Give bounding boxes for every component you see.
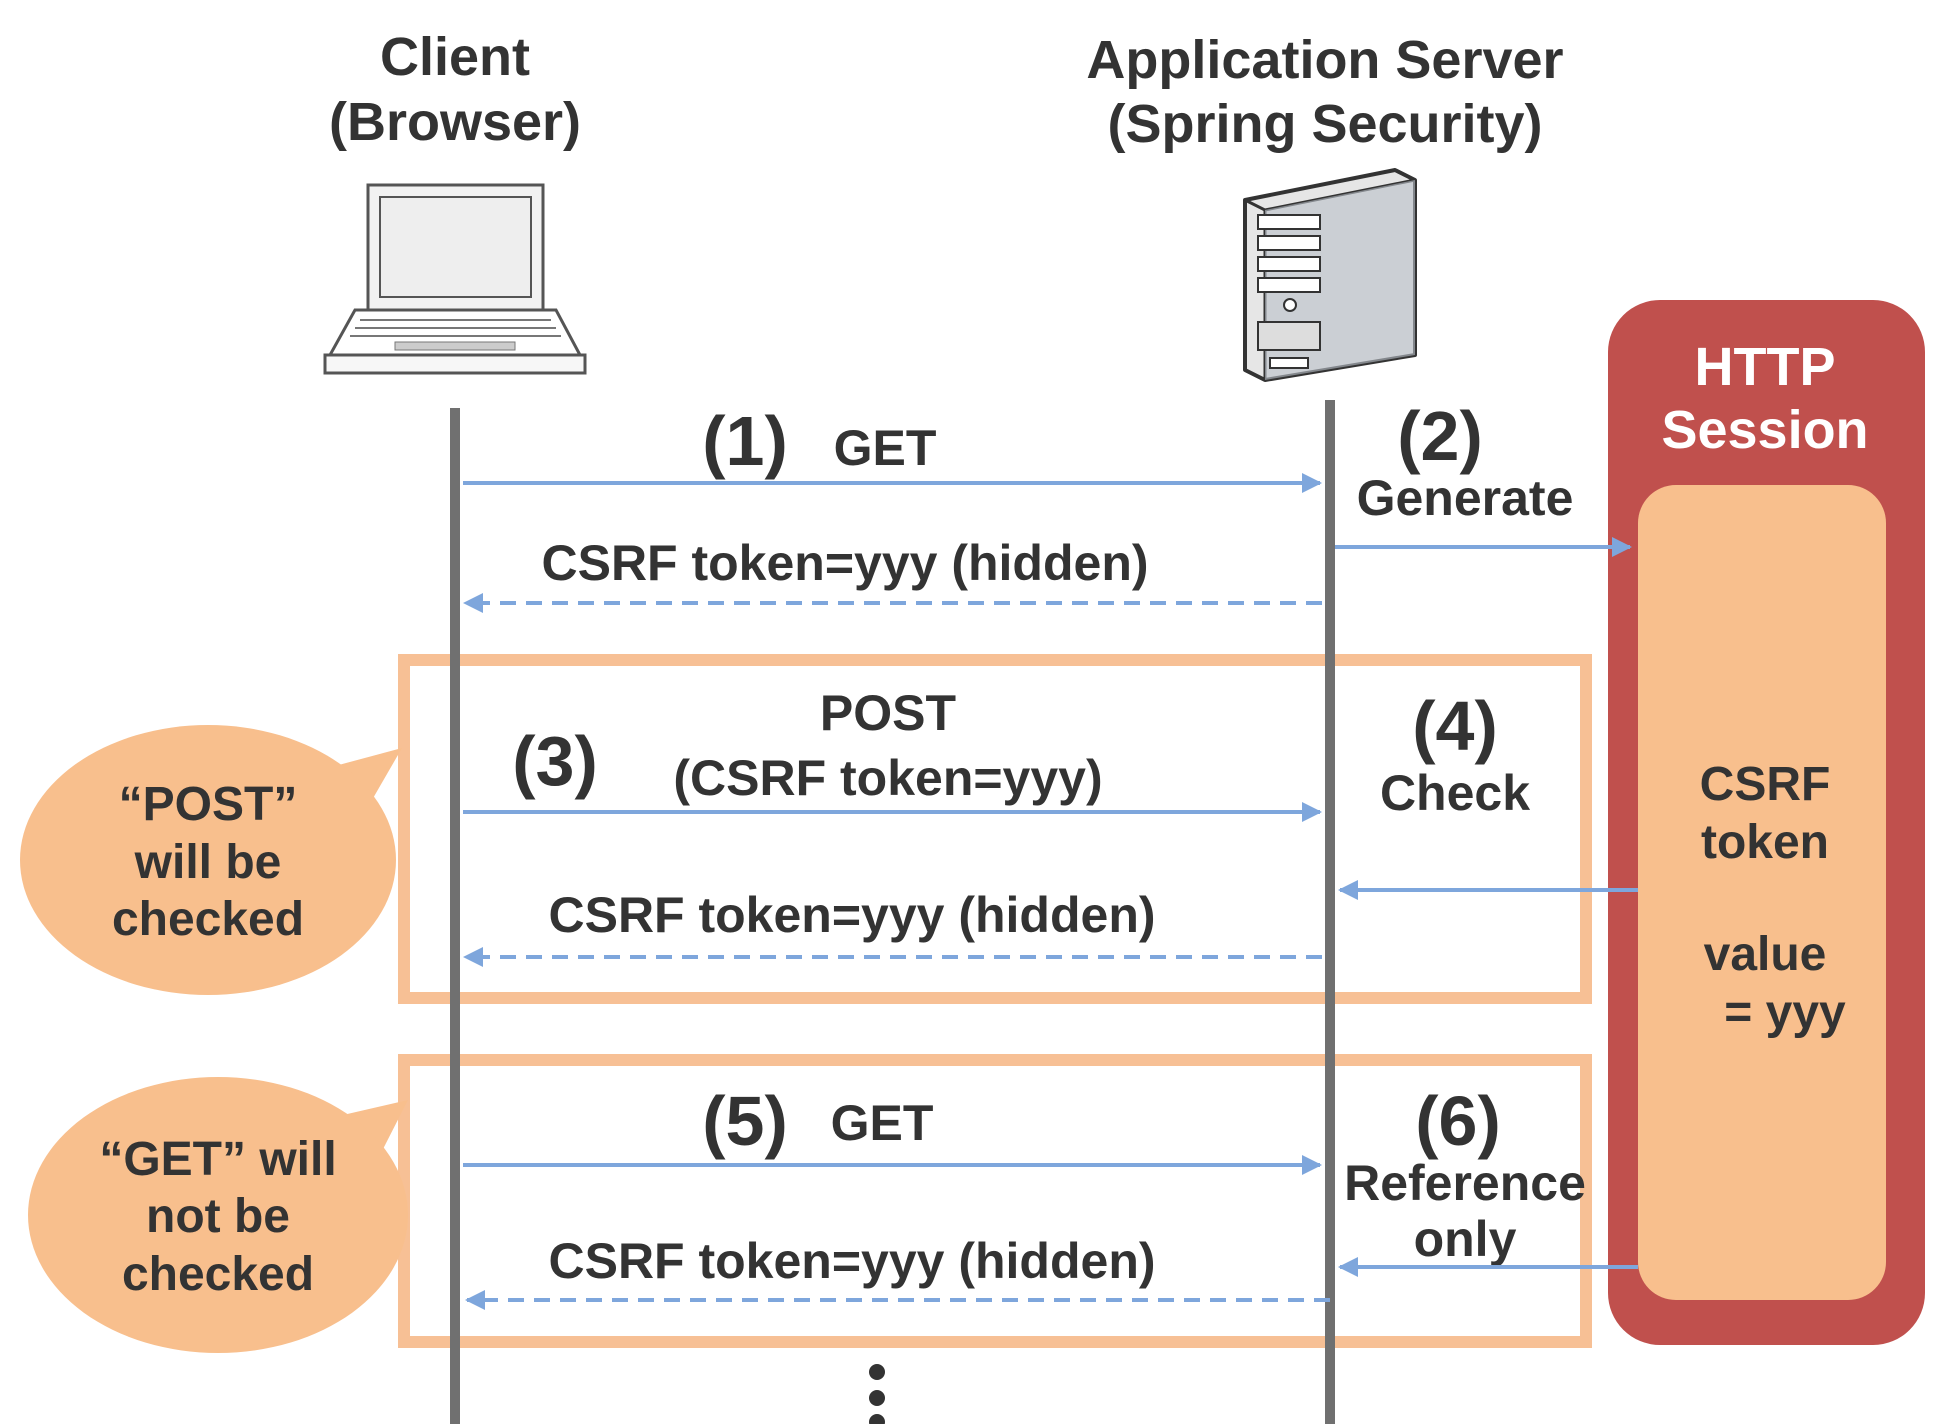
step5-response-label: CSRF token=yyy (hidden) [548,1233,1155,1289]
step3-label-line1: POST [820,685,956,741]
server-title: Application Server [1086,30,1563,90]
step4-number: (4) [1412,687,1498,765]
client-title: Client [380,27,530,87]
post-check-frame [398,654,1592,1004]
session-token-line1: CSRF [1700,758,1831,811]
session-title-line2: Session [1661,400,1868,460]
step1-response-label: CSRF token=yyy (hidden) [541,535,1148,591]
step3-number: (3) [512,722,598,800]
post-callout-line3: checked [112,893,304,946]
laptop-icon [323,183,587,375]
get-callout-line1: “GET” will [99,1133,336,1186]
get-callout [28,1077,408,1353]
step5-label: GET [831,1095,934,1151]
step5-number: (5) [702,1082,788,1160]
http-session [1608,300,1925,1345]
session-title-line1: HTTP [1695,337,1836,397]
step3-response-label: CSRF token=yyy (hidden) [548,887,1155,943]
step2-label: Generate [1357,470,1574,526]
session-value-line1: value [1704,928,1827,981]
session-token-line2: token [1701,816,1829,869]
client-subtitle: (Browser) [329,92,581,152]
post-callout-line2: will be [134,836,282,889]
post-callout-line1: “POST” [119,778,298,831]
session-value-line2: = yyy [1724,986,1846,1039]
continuation-dots [869,1364,885,1424]
step4-label: Check [1380,765,1530,821]
step2-number: (2) [1397,397,1483,475]
server-subtitle: (Spring Security) [1107,94,1542,154]
step1-label: GET [834,420,937,476]
step3-label-line2: (CSRF token=yyy) [673,750,1102,806]
get-callout-line3: checked [122,1248,314,1301]
step1-number: (1) [702,402,788,480]
server-icon [1243,168,1417,382]
get-callout-line2: not be [146,1190,290,1243]
step6-number: (6) [1415,1082,1501,1160]
step6-label-line2: only [1414,1211,1517,1267]
step6-label-line1: Reference [1344,1155,1586,1211]
post-callout [20,725,402,995]
